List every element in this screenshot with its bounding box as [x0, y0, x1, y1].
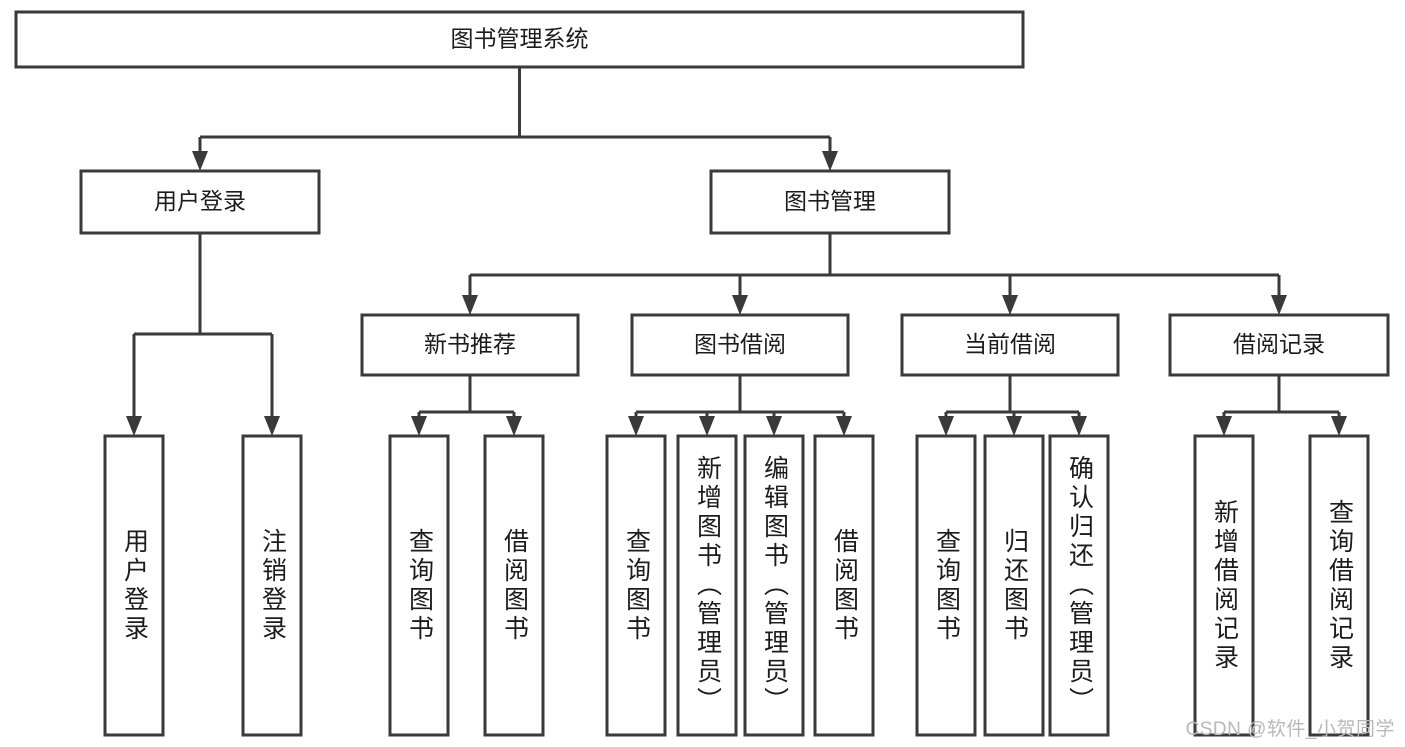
arrow-head-icon-current-borrow [1002, 295, 1018, 315]
arrow-head-icon-leaf-query-book-2 [628, 416, 644, 436]
arrow-head-icon-leaf-borrow-book-2 [836, 416, 852, 436]
leaf-box-leaf-edit-book[interactable] [743, 434, 805, 737]
leaf-box-leaf-add-book[interactable] [676, 434, 738, 737]
node-box-user-login[interactable] [79, 169, 321, 235]
arrow-head-icon-new-book-rec [462, 295, 478, 315]
arrow-head-icon-leaf-user-login [126, 416, 142, 436]
node-box-root[interactable] [14, 10, 1025, 69]
node-box-current-borrow[interactable] [900, 313, 1120, 377]
node-label-root: 图书管理系统 [451, 26, 589, 52]
leaf-box-leaf-borrow-book-1[interactable] [483, 434, 545, 737]
boxes-layer [14, 10, 1390, 737]
arrow-head-icon-book-borrow [732, 295, 748, 315]
arrow-head-icon-leaf-borrow-book-1 [506, 416, 522, 436]
node-label-book-borrow: 图书借阅 [694, 331, 786, 357]
leaf-box-leaf-borrow-book-2[interactable] [813, 434, 875, 737]
leaf-box-leaf-user-login[interactable] [103, 434, 165, 737]
arrow-head-icon-leaf-edit-book [766, 416, 782, 436]
leaf-box-leaf-confirm-return[interactable] [1048, 434, 1110, 737]
node-label-user-login: 用户登录 [154, 188, 246, 214]
arrow-head-icon-user-login [192, 151, 208, 171]
node-box-new-book-rec[interactable] [360, 313, 580, 377]
leaf-box-leaf-query-book-1[interactable] [388, 434, 450, 737]
leaf-box-leaf-add-record[interactable] [1193, 434, 1255, 737]
watermark-text: CSDN @软件_小贺同学 [1185, 719, 1395, 740]
arrow-head-icon-leaf-return-book [1006, 416, 1022, 436]
leaf-box-leaf-query-book-2[interactable] [605, 434, 667, 737]
arrow-head-icon-leaf-query-book-1 [411, 416, 427, 436]
arrow-head-icon-book-manage [822, 151, 838, 171]
node-box-book-manage[interactable] [709, 169, 951, 235]
arrow-head-icon-borrow-record [1271, 295, 1287, 315]
leaf-box-leaf-user-logout[interactable] [241, 434, 303, 737]
node-box-borrow-record[interactable] [1168, 313, 1390, 377]
arrow-head-icon-leaf-user-logout [264, 416, 280, 436]
node-label-borrow-record: 借阅记录 [1233, 331, 1325, 357]
arrow-head-icon-leaf-add-record [1216, 416, 1232, 436]
node-label-current-borrow: 当前借阅 [964, 331, 1056, 357]
arrow-head-icon-leaf-query-record [1331, 416, 1347, 436]
node-label-new-book-rec: 新书推荐 [424, 331, 516, 357]
node-box-book-borrow[interactable] [630, 313, 850, 377]
edges-layer [126, 67, 1347, 436]
arrow-head-icon-leaf-add-book [699, 416, 715, 436]
arrow-head-icon-leaf-confirm-return [1071, 416, 1087, 436]
leaf-box-leaf-query-book-3[interactable] [915, 434, 977, 737]
leaf-box-leaf-return-book[interactable] [983, 434, 1045, 737]
leaf-box-leaf-query-record[interactable] [1308, 434, 1370, 737]
node-label-book-manage: 图书管理 [784, 188, 876, 214]
arrow-head-icon-leaf-query-book-3 [938, 416, 954, 436]
